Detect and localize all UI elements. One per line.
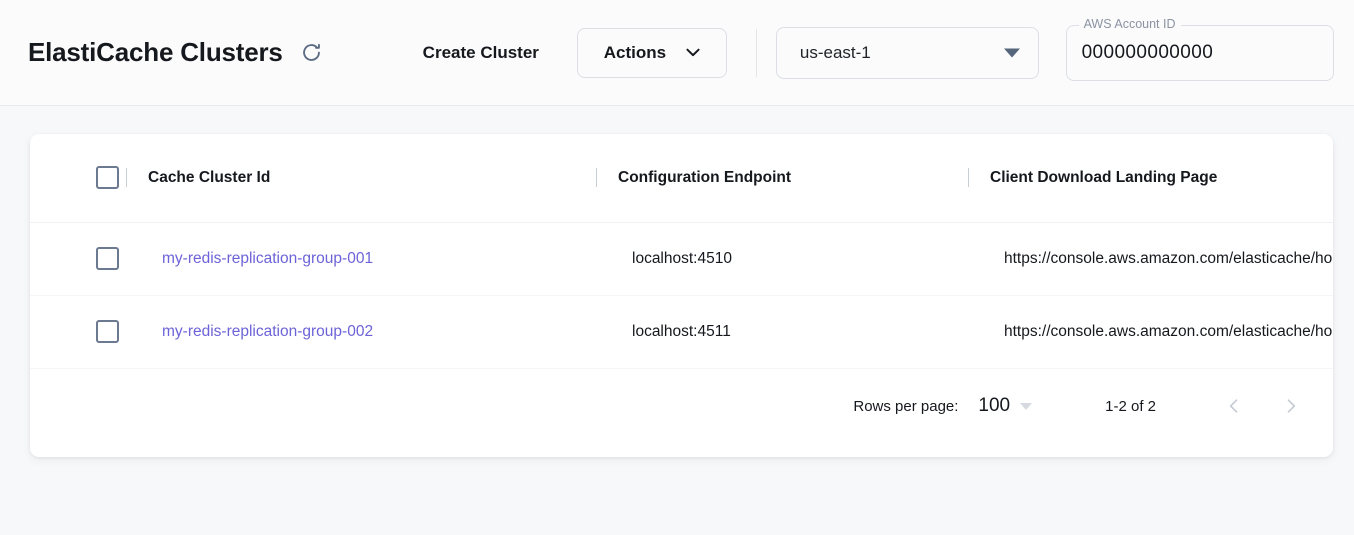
cluster-id-link[interactable]: my-redis-replication-group-001	[162, 249, 374, 267]
row-select-cell	[30, 222, 126, 296]
column-header-label: Configuration Endpoint	[618, 168, 792, 186]
column-separator	[126, 168, 127, 188]
region-select-value: us-east-1	[799, 42, 871, 62]
page-title: ElastiCache Clusters	[28, 37, 283, 67]
cell-configuration-endpoint: localhost:4511	[596, 295, 968, 369]
aws-account-id-label: AWS Account ID	[1078, 16, 1181, 31]
table-body: my-redis-replication-group-001 localhost…	[30, 222, 1333, 369]
table-head: Cache Cluster Id Configuration Endpoint …	[30, 134, 1333, 223]
actions-button[interactable]: Actions	[576, 27, 727, 78]
chevron-right-icon	[1287, 399, 1296, 413]
table-pagination: Rows per page: 100 1-2 of 2	[30, 369, 1333, 444]
landing-page-text: https://console.aws.amazon.com/elasticac…	[1004, 322, 1333, 340]
endpoint-text: localhost:4511	[632, 322, 731, 340]
header-divider	[755, 28, 757, 77]
caret-down-icon	[1003, 48, 1020, 57]
title-group: ElastiCache Clusters	[28, 37, 327, 68]
row-checkbox[interactable]	[96, 247, 119, 270]
table-header-row: Cache Cluster Id Configuration Endpoint …	[30, 134, 1333, 223]
column-header-label: Cache Cluster Id	[148, 168, 271, 186]
clusters-card: Cache Cluster Id Configuration Endpoint …	[30, 134, 1333, 457]
actions-button-label: Actions	[603, 42, 667, 62]
chevron-left-icon	[1229, 399, 1238, 413]
endpoint-text: localhost:4510	[632, 249, 732, 267]
app-header: ElastiCache Clusters Create Cluster Acti…	[0, 0, 1354, 106]
select-all-checkbox[interactable]	[96, 166, 119, 190]
aws-account-id-field[interactable]: AWS Account ID 000000000000	[1065, 16, 1334, 81]
rows-per-page-label: Rows per page:	[853, 397, 959, 415]
aws-account-id-value: 000000000000	[1081, 41, 1214, 63]
caret-down-icon	[1020, 402, 1033, 410]
row-checkbox[interactable]	[96, 320, 119, 343]
cell-configuration-endpoint: localhost:4510	[596, 222, 968, 296]
select-all-header	[30, 134, 126, 223]
column-header-configuration-endpoint[interactable]: Configuration Endpoint	[596, 134, 968, 223]
rows-per-page-select[interactable]: 100	[978, 395, 1033, 417]
column-separator	[968, 168, 969, 188]
chevron-down-icon	[686, 48, 700, 57]
region-select[interactable]: us-east-1	[775, 26, 1039, 79]
cell-client-download-landing-page: https://console.aws.amazon.com/elasticac…	[968, 222, 1333, 296]
refresh-icon[interactable]	[297, 38, 327, 68]
column-separator	[596, 168, 597, 188]
table-row: my-redis-replication-group-002 localhost…	[30, 295, 1333, 369]
column-header-client-download-landing-page[interactable]: Client Download Landing Page	[968, 134, 1333, 223]
cell-cache-cluster-id: my-redis-replication-group-001	[126, 222, 596, 296]
clusters-table: Cache Cluster Id Configuration Endpoint …	[30, 134, 1333, 369]
cluster-id-link[interactable]: my-redis-replication-group-002	[162, 322, 374, 340]
rows-per-page-value: 100	[978, 395, 1011, 416]
create-cluster-button[interactable]: Create Cluster	[419, 37, 543, 69]
pagination-range: 1-2 of 2	[1105, 397, 1156, 415]
column-header-label: Client Download Landing Page	[990, 168, 1218, 186]
cell-client-download-landing-page: https://console.aws.amazon.com/elasticac…	[968, 295, 1333, 369]
table-row: my-redis-replication-group-001 localhost…	[30, 222, 1333, 296]
previous-page-button[interactable]	[1214, 386, 1254, 426]
landing-page-text: https://console.aws.amazon.com/elasticac…	[1004, 249, 1333, 267]
row-select-cell	[30, 295, 126, 369]
column-header-cache-cluster-id[interactable]: Cache Cluster Id	[126, 134, 596, 223]
cell-cache-cluster-id: my-redis-replication-group-002	[126, 295, 596, 369]
next-page-button[interactable]	[1271, 386, 1311, 426]
